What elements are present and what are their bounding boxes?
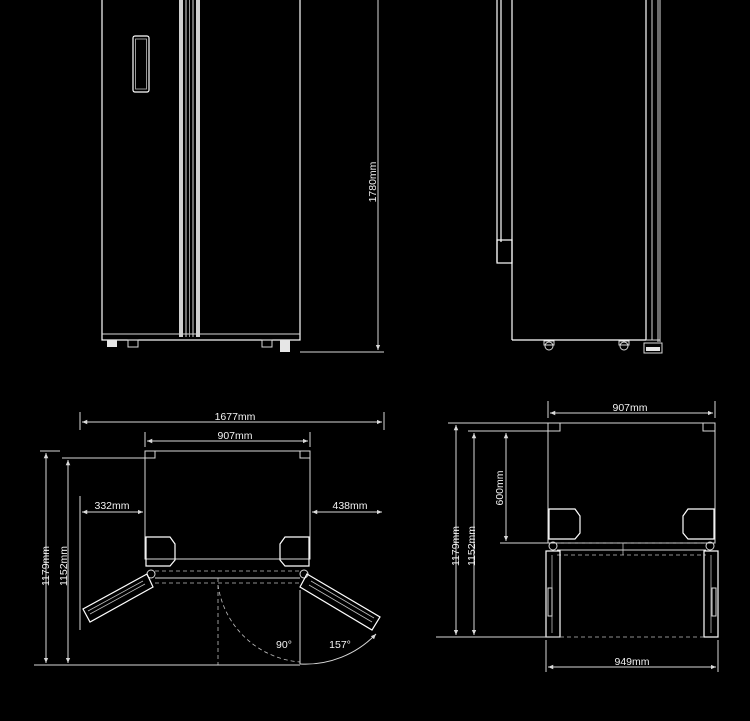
left-hinge (145, 536, 176, 567)
right-door-edge (196, 0, 200, 337)
fridge-body-top (144, 450, 311, 560)
foot-front-right-2 (280, 340, 290, 352)
body-depth-label: 1152mm (58, 546, 70, 586)
left-door-open (82, 573, 154, 623)
wheel-front (544, 341, 554, 351)
foot-front-left-2 (127, 339, 139, 348)
front-view: 1780mm (101, 0, 384, 353)
right-hinge (279, 536, 310, 567)
closed-left-hinge (548, 508, 581, 540)
side-view (496, 0, 663, 354)
open-width-label: 949mm (614, 656, 649, 668)
fridge-body-top-closed (547, 422, 716, 544)
door-depth-label: 600mm (494, 470, 506, 505)
closed-right-door (703, 550, 719, 638)
closed-body-width-label: 907mm (612, 402, 647, 414)
left-clearance-label: 332mm (94, 500, 129, 512)
closed-body-depth-label: 1152mm (466, 526, 478, 566)
closed-right-hinge (682, 508, 715, 540)
angle-157-label: 157° (329, 639, 351, 651)
door-handle-side (496, 239, 513, 264)
swing-arc-90 (217, 584, 301, 663)
right-clearance-label: 438mm (332, 500, 367, 512)
depth-label: 1179mm (40, 546, 52, 586)
angle-90-label: 90° (276, 639, 292, 651)
foot-front-left (107, 340, 117, 347)
total-width-label: 1677mm (215, 411, 256, 423)
top-view-open: 1677mm 907mm 332mm 438mm (34, 411, 385, 666)
closed-left-door (545, 550, 561, 638)
fridge-body-front (101, 0, 301, 341)
closed-depth-label: 1179mm (450, 526, 462, 566)
height-label: 1780mm (367, 161, 379, 202)
control-panel (132, 35, 150, 93)
rear-vent (643, 342, 663, 354)
body-width-label: 907mm (217, 430, 252, 442)
swing-arc-157 (299, 633, 377, 665)
foot-front-right (261, 339, 273, 348)
wheel-rear (619, 341, 629, 351)
left-door-edge (179, 0, 183, 337)
top-view-closed: 907mm 600mm (436, 401, 719, 672)
right-door-open (299, 573, 381, 631)
